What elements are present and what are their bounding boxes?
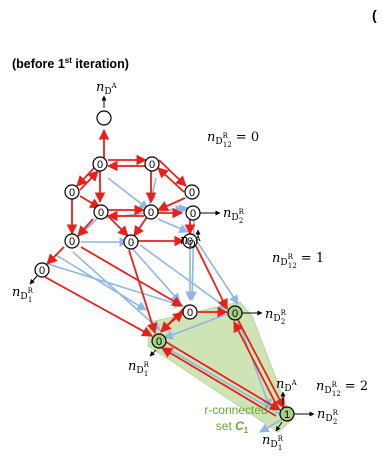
- corner-mark: (: [372, 7, 377, 23]
- svg-text:0: 0: [189, 187, 195, 199]
- set-label-line1: r-connected: [204, 403, 267, 417]
- graph-node: 0: [144, 156, 160, 172]
- node-group: 0 0 0 0 0 0 0 0 0 0 0 0 0 0 1: [34, 110, 295, 422]
- top-node: [96, 110, 112, 126]
- svg-text:0: 0: [190, 208, 196, 220]
- graph-node: 0: [64, 184, 80, 200]
- svg-text:0: 0: [69, 236, 75, 248]
- set-label-line2: set C1: [216, 419, 249, 435]
- svg-text:0: 0: [232, 308, 238, 320]
- graph-node: 1: [279, 406, 295, 422]
- red-arc: [133, 216, 148, 237]
- terminal-arrow-group: [29, 95, 315, 432]
- graph-node: 0: [34, 262, 50, 278]
- blue-arc: [195, 239, 239, 305]
- red-arc: [195, 245, 228, 310]
- red-arc: [165, 341, 281, 411]
- red-arc: [160, 311, 184, 332]
- blue-arc: [139, 244, 229, 310]
- blue-arc: [164, 346, 284, 417]
- svg-text:0: 0: [149, 159, 155, 171]
- blue-arc: [107, 177, 149, 210]
- red-arc: [46, 246, 65, 265]
- graph-node: 0: [227, 305, 243, 321]
- svg-text:0: 0: [98, 207, 104, 219]
- terminal-label-da-middle: nDA: [180, 233, 202, 250]
- graph-node: 0: [92, 156, 108, 172]
- blue-arc: [163, 313, 228, 340]
- svg-text:0: 0: [128, 237, 134, 249]
- terminal-arrow: [149, 349, 157, 357]
- blue-arc: [72, 251, 161, 331]
- svg-text:0: 0: [69, 187, 75, 199]
- graph-node: 0: [143, 204, 159, 220]
- terminal-label-da-top: nDA: [96, 80, 118, 97]
- red-arc: [79, 170, 99, 191]
- graph-node: 0: [182, 304, 198, 320]
- set-label: r-connected set C1: [204, 403, 267, 435]
- red-arc: [157, 167, 185, 193]
- svg-text:1: 1: [284, 409, 290, 421]
- graph-node: 0: [123, 234, 139, 250]
- red-arc: [237, 319, 285, 409]
- red-arc: [80, 246, 183, 307]
- red-arc-group: [44, 128, 285, 417]
- red-arc: [76, 166, 96, 187]
- svg-text:0: 0: [148, 207, 154, 219]
- blue-arc: [259, 419, 282, 433]
- graph-node: 0: [185, 205, 201, 221]
- red-arc: [105, 213, 129, 237]
- blue-arc: [237, 319, 272, 409]
- graph-node: 0: [93, 204, 109, 220]
- red-arc: [128, 249, 158, 335]
- red-arc: [157, 197, 186, 211]
- graph-node: 0: [151, 333, 167, 349]
- red-arc: [44, 276, 153, 337]
- red-arc: [161, 347, 277, 417]
- blue-arc: [187, 217, 198, 301]
- terminal-arrow: [29, 275, 38, 285]
- graph-node: 0: [64, 233, 80, 249]
- blue-arc: [129, 245, 181, 303]
- red-arc: [77, 218, 94, 237]
- red-arc: [233, 321, 279, 409]
- svg-text:0: 0: [156, 336, 162, 348]
- blue-arc: [157, 218, 189, 233]
- svg-text:0: 0: [39, 265, 45, 277]
- blue-arc: [55, 254, 147, 311]
- svg-text:0: 0: [187, 236, 193, 248]
- stage-label: (before 1st iteration): [12, 56, 129, 71]
- graph-node: 0: [184, 184, 200, 200]
- svg-text:0: 0: [97, 159, 103, 171]
- blue-arc: [47, 263, 184, 309]
- terminal-arrow: [275, 421, 283, 432]
- red-arc: [158, 159, 187, 187]
- terminal-label-da-bottom: nDA: [276, 377, 298, 394]
- svg-text:0: 0: [187, 307, 193, 319]
- graph-node: 0: [182, 233, 198, 249]
